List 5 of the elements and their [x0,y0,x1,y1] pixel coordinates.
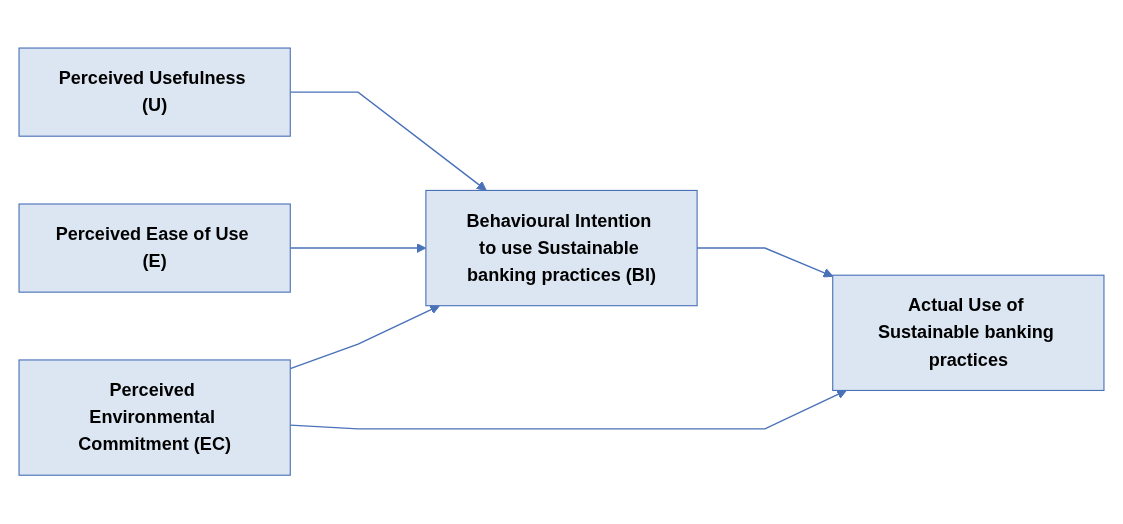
process-box: Perceived Usefulness (U) [18,47,291,138]
process-box: Perceived Environmental Commitment (EC) [18,359,291,477]
process-box: Behavioural Intention to use Sustainable banking practices (BI) [425,190,698,307]
process-box: Actual Use of Sustainable banking practices [832,275,1105,392]
process-box: Perceived Ease of Use (E) [18,203,291,294]
